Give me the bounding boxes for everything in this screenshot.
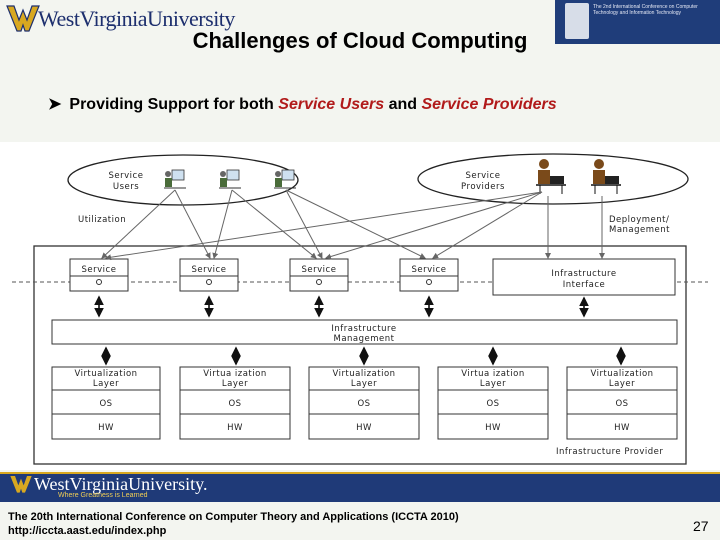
user-icon — [219, 169, 241, 189]
footer-gold-stripe — [0, 472, 720, 474]
svg-text:Management: Management — [334, 334, 395, 344]
cloud-architecture-diagram: Service Users Service Providers Utilizat… — [0, 142, 720, 470]
svg-text:Layer: Layer — [93, 379, 119, 389]
svg-text:HW: HW — [356, 423, 372, 433]
svg-text:Interface: Interface — [563, 280, 606, 290]
provider-icon — [591, 159, 621, 194]
service-providers-label-1: Service — [466, 171, 501, 181]
svg-text:Virtualization: Virtualization — [332, 369, 395, 379]
service-box: Service — [69, 258, 129, 292]
bullet-middle: and — [384, 96, 422, 113]
conference-logo — [565, 3, 589, 39]
deployment-label-2: Management — [609, 225, 670, 235]
bullet-prefix: Providing Support for both — [69, 96, 279, 113]
service-box: Service — [399, 258, 459, 292]
svg-text:Layer: Layer — [351, 379, 377, 389]
bullet-arrow-icon: ➤ — [48, 96, 62, 113]
footer-conference-link[interactable]: http://iccta.aast.edu/index.php — [8, 525, 167, 537]
user-icon — [164, 169, 186, 189]
university-name: WestVirginiaUniversity — [38, 6, 235, 31]
bullet-service-users: Service Users — [278, 96, 385, 113]
utilization-arrows — [101, 189, 605, 261]
provider-icon — [536, 159, 566, 194]
utilization-label: Utilization — [78, 215, 126, 225]
svg-text:Layer: Layer — [480, 379, 506, 389]
svg-text:Service: Service — [82, 265, 117, 275]
svg-text:Infrastructure: Infrastructure — [551, 269, 616, 279]
virtualization-stack: Virtua ization Layer OS HW — [179, 366, 291, 440]
svg-text:Service: Service — [302, 265, 337, 275]
footer-university-name: WestVirginiaUniversity. — [34, 474, 208, 494]
infrastructure-provider-label: Infrastructure Provider — [556, 447, 663, 457]
user-icon — [274, 169, 296, 189]
service-to-management-arrows — [94, 295, 589, 318]
deployment-label-1: Deployment/ — [609, 215, 669, 225]
svg-text:HW: HW — [614, 423, 630, 433]
virtualization-stack: Virtualization Layer OS HW — [51, 366, 161, 440]
footer-conference-info: The 20th International Conference on Com… — [8, 510, 459, 538]
service-box: Service — [289, 258, 349, 292]
svg-text:HW: HW — [98, 423, 114, 433]
svg-text:OS: OS — [228, 399, 241, 409]
service-users-label-1: Service — [109, 171, 144, 181]
service-box: Service — [179, 258, 239, 292]
footer-conference-line-1: The 20th International Conference on Com… — [8, 511, 459, 523]
svg-text:Virtualization: Virtualization — [590, 369, 653, 379]
footer-tagline: Where Greatness is Learned — [58, 492, 148, 499]
svg-text:Layer: Layer — [222, 379, 248, 389]
wvu-flying-wv-icon — [6, 5, 40, 32]
virtualization-stack: Virtualization Layer OS HW — [566, 366, 678, 440]
slide-title: Challenges of Cloud Computing — [192, 28, 528, 53]
svg-text:HW: HW — [227, 423, 243, 433]
svg-text:Virtualization: Virtualization — [74, 369, 137, 379]
footer-wvu-logo: WestVirginiaUniversity. — [8, 474, 207, 495]
footer-flying-wv-icon — [10, 476, 32, 493]
wvu-logo — [6, 3, 206, 37]
svg-text:OS: OS — [99, 399, 112, 409]
infrastructure-management-box: Infrastructure Management — [51, 319, 678, 345]
svg-text:Service: Service — [412, 265, 447, 275]
service-providers-label-2: Providers — [461, 182, 505, 192]
svg-text:Virtua ization: Virtua ization — [203, 369, 266, 379]
footer-bar — [0, 472, 720, 502]
page-number: 27 — [693, 518, 709, 534]
svg-text:Service: Service — [192, 265, 227, 275]
svg-text:Infrastructure: Infrastructure — [331, 324, 396, 334]
infrastructure-provider-frame — [33, 245, 687, 465]
svg-text:Virtua ization: Virtua ization — [461, 369, 524, 379]
virtualization-stack: Virtualization Layer OS HW — [308, 366, 420, 440]
conference-badge-text: The 2nd International Conference on Comp… — [593, 4, 698, 16]
infrastructure-interface-box: Infrastructure Interface — [492, 258, 676, 296]
svg-text:OS: OS — [486, 399, 499, 409]
svg-text:Layer: Layer — [609, 379, 635, 389]
management-to-virtualization-arrows — [101, 346, 626, 366]
svg-text:OS: OS — [357, 399, 370, 409]
svg-text:OS: OS — [615, 399, 628, 409]
svg-text:HW: HW — [485, 423, 501, 433]
bullet-service-providers: Service Providers — [421, 96, 557, 113]
service-users-label-2: Users — [113, 182, 139, 192]
virtualization-stack: Virtua ization Layer OS HW — [437, 366, 549, 440]
bullet-point: ➤ Providing Support for both Service User… — [48, 94, 557, 114]
